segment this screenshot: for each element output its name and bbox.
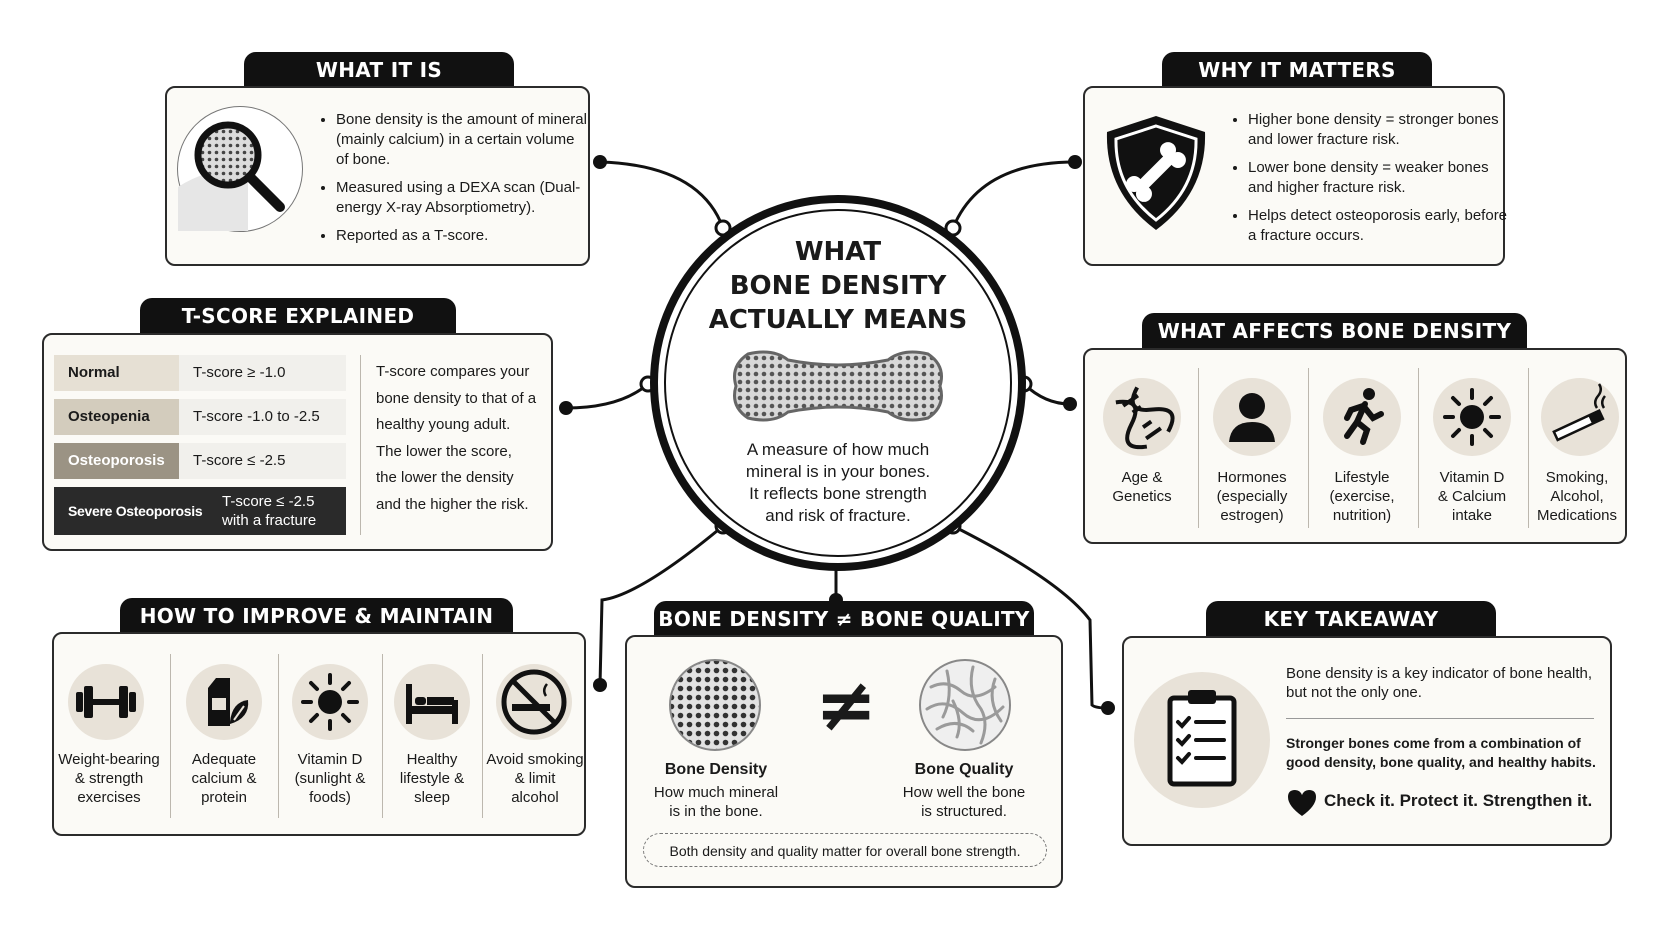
takeaway-title: KEY TAKEAWAY	[1206, 601, 1496, 637]
what-it-is-title: WHAT IT IS	[244, 52, 514, 88]
what-it-is-bullets: Bone density is the amount of mineral (m…	[318, 110, 591, 254]
cigarette-icon	[1541, 378, 1619, 456]
bullet: Helps detect osteoporosis early, before …	[1248, 206, 1510, 246]
bone-density-heading: Bone Density	[664, 761, 768, 778]
tscore-row-severe: Severe Osteoporosis T-score ≤ -2.5 with …	[54, 487, 346, 535]
shield-bone-icon	[1106, 116, 1206, 230]
tscore-range: T-score ≤ -2.5 with a fracture	[222, 493, 317, 529]
sun-icon	[1433, 378, 1511, 456]
bone-illustration-icon	[733, 350, 943, 422]
tscore-range: T-score ≥ -1.0	[179, 355, 346, 391]
affects-label: Lifestyle (exercise, nutrition)	[1329, 469, 1395, 524]
not-equal-sign: ≠	[814, 662, 877, 748]
improve-panel: Weight-bearing & strength exercises Adeq…	[52, 632, 586, 836]
affects-label: Age & Genetics	[1112, 469, 1172, 505]
affects-panel: Age & Genetics Hormones (especially estr…	[1083, 348, 1627, 544]
divider	[382, 654, 383, 818]
center-description: A measure of how much mineral is in your…	[745, 440, 931, 525]
tscore-range: T-score -1.0 to -2.5	[179, 399, 346, 435]
tscore-category: Severe Osteoporosis	[68, 503, 203, 519]
improve-label: Healthy lifestyle & sleep	[399, 751, 465, 806]
tscore-category: Osteoporosis	[54, 443, 179, 479]
dense-bone-icon	[669, 659, 761, 751]
divider	[1308, 368, 1309, 528]
divider	[170, 654, 171, 818]
tscore-explanation: T-score compares your bone density to th…	[376, 363, 537, 513]
what-it-is-panel: Bone density is the amount of mineral (m…	[165, 86, 590, 266]
takeaway-tagline: Check it. Protect it. Strengthen it.	[1324, 791, 1593, 810]
bullet: Measured using a DEXA scan (Dual-energy …	[336, 178, 591, 218]
tscore-divider	[360, 355, 361, 535]
bullet: Reported as a T-score.	[336, 226, 591, 246]
affects-label: Vitamin D & Calcium intake	[1437, 469, 1507, 524]
affects-title: WHAT AFFECTS BONE DENSITY	[1142, 313, 1527, 349]
takeaway-emphasis: Stronger bones come from a combination o…	[1286, 735, 1596, 770]
takeaway-panel: Bone density is a key indicator of bone …	[1122, 636, 1612, 846]
improve-title: HOW TO IMPROVE & MAINTAIN	[120, 598, 513, 634]
center-title: WHAT BONE DENSITY ACTUALLY MEANS	[708, 237, 968, 335]
affects-label: Hormones (especially estrogen)	[1216, 469, 1288, 524]
structured-bone-icon	[919, 659, 1011, 751]
why-it-matters-panel: Higher bone density = stronger bones and…	[1083, 86, 1507, 266]
divider	[1198, 368, 1199, 528]
improve-label: Vitamin D (sunlight & foods)	[294, 751, 366, 806]
divider	[1528, 368, 1529, 528]
quality-footer: Both density and quality matter for over…	[643, 833, 1047, 867]
tscore-panel: Normal T-score ≥ -1.0 Osteopenia T-score…	[42, 333, 553, 551]
tscore-range: T-score ≤ -2.5	[179, 443, 346, 479]
person-icon	[1213, 378, 1291, 456]
no-smoking-icon	[496, 664, 572, 740]
bullet: Bone density is the amount of mineral (m…	[336, 110, 591, 170]
tscore-row-osteoporosis: Osteoporosis T-score ≤ -2.5	[54, 443, 346, 479]
divider	[1418, 368, 1419, 528]
clipboard-icon	[1134, 672, 1270, 808]
tscore-title: T-SCORE EXPLAINED	[140, 298, 456, 334]
tscore-row-osteopenia: Osteopenia T-score -1.0 to -2.5	[54, 399, 346, 435]
heart-icon	[1288, 790, 1316, 816]
takeaway-divider	[1286, 718, 1594, 719]
why-it-matters-bullets: Higher bone density = stronger bones and…	[1230, 110, 1510, 254]
tscore-category: Normal	[54, 355, 179, 391]
affects-label: Smoking, Alcohol, Medications	[1536, 469, 1618, 524]
bone-quality-desc: How well the bone is structured.	[902, 784, 1026, 820]
quality-panel: ≠ Bone Density How much mineral is in th…	[625, 635, 1063, 888]
center-hub: WHAT BONE DENSITY ACTUALLY MEANS A measu…	[650, 195, 1026, 571]
tscore-category: Osteopenia	[54, 399, 179, 435]
improve-label: Avoid smoking & limit alcohol	[486, 751, 584, 806]
milk-icon	[186, 664, 262, 740]
improve-label: Weight-bearing & strength exercises	[58, 751, 160, 806]
bone-quality-heading: Bone Quality	[914, 761, 1014, 778]
tscore-row-normal: Normal T-score ≥ -1.0	[54, 355, 346, 391]
bed-icon	[394, 664, 470, 740]
bullet: Higher bone density = stronger bones and…	[1248, 110, 1510, 150]
divider	[482, 654, 483, 818]
why-it-matters-title: WHY IT MATTERS	[1162, 52, 1432, 88]
bullet: Lower bone density = weaker bones and hi…	[1248, 158, 1510, 198]
quality-title: BONE DENSITY ≠ BONE QUALITY	[654, 601, 1034, 637]
takeaway-statement: Bone density is a key indicator of bone …	[1286, 665, 1593, 701]
dna-icon	[1103, 378, 1181, 456]
dumbbell-icon	[68, 664, 144, 740]
runner-icon	[1323, 378, 1401, 456]
magnifier-bone-icon	[177, 106, 303, 232]
bone-density-desc: How much mineral is in the bone.	[653, 784, 779, 820]
sun-icon	[292, 664, 368, 740]
divider	[278, 654, 279, 818]
improve-label: Adequate calcium & protein	[191, 751, 257, 806]
